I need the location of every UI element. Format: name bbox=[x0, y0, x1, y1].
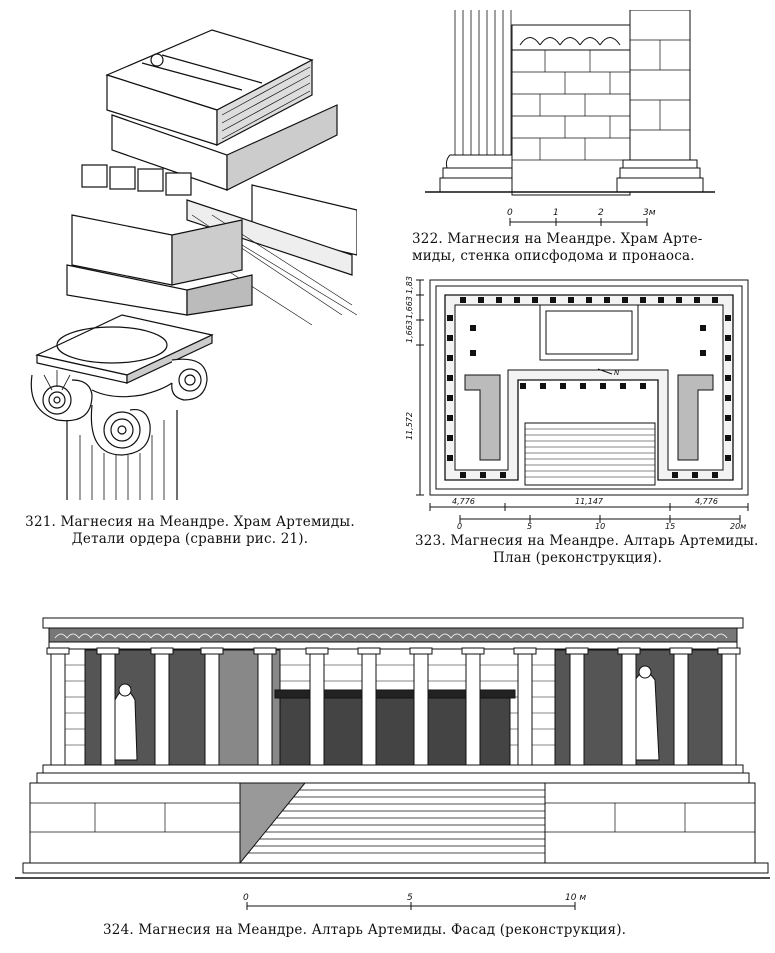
figure-321-caption-line1: 321. Магнесия на Меандре. Храм Артемиды. bbox=[25, 514, 355, 530]
figure-321-caption: 321. Магнесия на Меандре. Храм Артемиды.… bbox=[20, 514, 360, 548]
figure-323-caption: 323. Магнесия на Меандре. Алтарь Артемид… bbox=[415, 533, 775, 567]
figure-324-caption: 324. Магнесия на Меандре. Алтарь Артемид… bbox=[103, 922, 773, 939]
fig323-scale-10: 10 bbox=[595, 522, 605, 530]
fig323-dim-h2: 11,147 bbox=[575, 497, 604, 506]
figure-324-drawing: 0 5 10 м bbox=[15, 610, 770, 925]
fig323-dim-v2: 1,663 bbox=[405, 296, 414, 319]
fig323-dim-v4: 11,572 bbox=[405, 412, 414, 440]
north-arrow-label: N bbox=[614, 369, 620, 377]
fig322-scale-3: 3м bbox=[643, 208, 656, 218]
figure-322-caption: 322. Магнесия на Меандре. Храм Арте- мид… bbox=[412, 231, 772, 265]
fig323-dim-h3: 4,776 bbox=[695, 497, 718, 506]
fig324-scale-10: 10 м bbox=[565, 893, 586, 903]
fig324-scale-5: 5 bbox=[407, 893, 413, 903]
fig323-scale-15: 15 bbox=[665, 522, 675, 530]
figure-321-drawing bbox=[12, 15, 358, 500]
figure-322-caption-line2: миды, стенка описфодома и пронаоса. bbox=[412, 248, 695, 264]
fig323-scale-20: 20м bbox=[730, 522, 746, 530]
fig322-scale-1: 1 bbox=[553, 208, 559, 218]
fig323-dim-v3: 1,663 bbox=[405, 320, 414, 343]
figure-323-drawing: N 1,83 1,663 1,663 11,572 4,776 11,147 4… bbox=[400, 275, 775, 531]
fig322-scale-2: 2 bbox=[598, 208, 604, 218]
figure-322-drawing: 0 1 2 3м bbox=[425, 9, 715, 235]
figure-323-caption-line1: 323. Магнесия на Меандре. Алтарь Артемид… bbox=[415, 533, 759, 549]
fig323-scale-0: 0 bbox=[457, 522, 462, 530]
figure-322-caption-line1: 322. Магнесия на Меандре. Храм Арте- bbox=[412, 231, 703, 247]
fig323-dim-h1: 4,776 bbox=[452, 497, 475, 506]
fig322-scale-0: 0 bbox=[507, 208, 513, 218]
fig323-dim-v1: 1,83 bbox=[405, 276, 414, 294]
figure-324-caption-text: 324. Магнесия на Меандре. Алтарь Артемид… bbox=[103, 922, 627, 938]
figure-323-caption-line2: План (реконструкция). bbox=[493, 550, 663, 566]
fig324-scale-0: 0 bbox=[243, 893, 249, 903]
fig323-scale-5: 5 bbox=[527, 522, 532, 530]
figure-321-caption-line2: Детали ордера (сравни рис. 21). bbox=[71, 531, 309, 547]
